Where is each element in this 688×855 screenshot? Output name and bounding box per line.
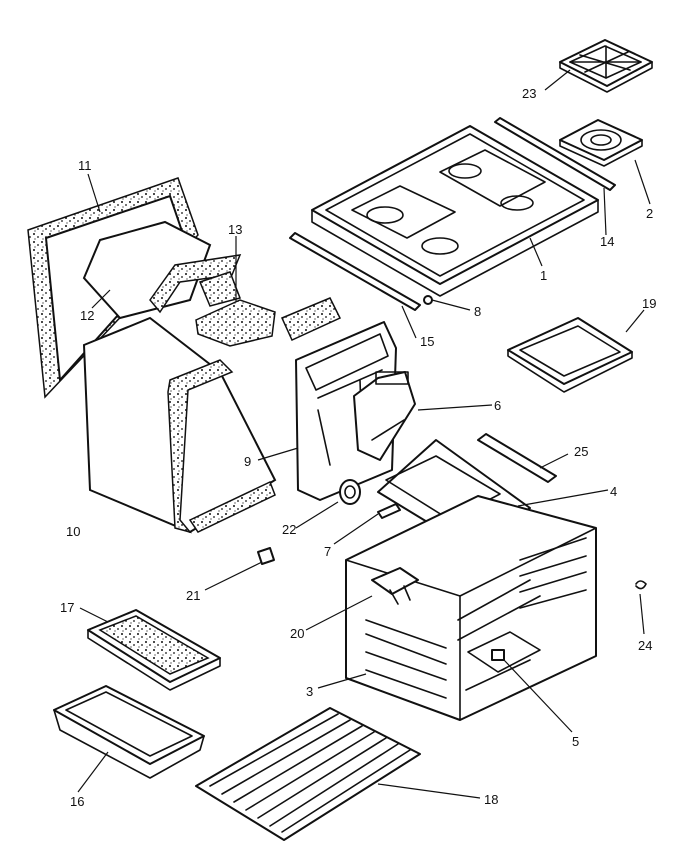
oven-control [371, 567, 419, 605]
callout-8: 8 [474, 304, 481, 319]
callout-3: 3 [306, 684, 313, 699]
side-trim-right [494, 117, 616, 191]
screw [423, 295, 433, 305]
fitting [491, 649, 505, 661]
callout-6: 6 [494, 398, 501, 413]
callout-19: 19 [642, 296, 656, 311]
callout-25: 25 [574, 444, 588, 459]
oven-cavity [345, 495, 597, 721]
grommet [339, 479, 361, 505]
clip [257, 547, 275, 565]
callout-18: 18 [484, 792, 498, 807]
callout-4: 4 [610, 484, 617, 499]
oven-strip [477, 433, 557, 483]
callout-11: 11 [78, 158, 92, 173]
broiler-pan [53, 685, 205, 779]
callout-24: 24 [638, 638, 652, 653]
callout-17: 17 [60, 600, 74, 615]
callout-23: 23 [522, 86, 536, 101]
callout-1: 1 [540, 268, 547, 283]
callout-13: 13 [228, 222, 242, 237]
bracket [377, 503, 401, 519]
callouts: 1 2 3 4 5 6 7 8 9 10 11 12 13 14 15 16 1… [60, 86, 656, 809]
clip-small [635, 580, 647, 590]
callout-20: 20 [290, 626, 304, 641]
callout-21: 21 [186, 588, 200, 603]
top-insulation [82, 220, 242, 320]
rack-frame [507, 317, 633, 393]
callout-22: 22 [282, 522, 296, 537]
callout-14: 14 [600, 234, 614, 249]
small-insulation [195, 271, 342, 347]
callout-15: 15 [420, 334, 434, 349]
side-trim-left [289, 232, 421, 311]
callout-16: 16 [70, 794, 84, 809]
side-insulation [82, 316, 277, 534]
callout-2: 2 [646, 206, 653, 221]
burner-grate [559, 39, 653, 93]
oven-rack [195, 707, 421, 841]
broiler-insert [87, 609, 221, 691]
callout-10: 10 [66, 524, 80, 539]
burner-bowl [559, 119, 643, 167]
callout-9: 9 [244, 454, 251, 469]
callout-12: 12 [80, 308, 94, 323]
callout-5: 5 [572, 734, 579, 749]
cooktop [311, 125, 599, 297]
leader-lines [77, 69, 651, 799]
callout-7: 7 [324, 544, 331, 559]
heat-shield [353, 371, 416, 461]
